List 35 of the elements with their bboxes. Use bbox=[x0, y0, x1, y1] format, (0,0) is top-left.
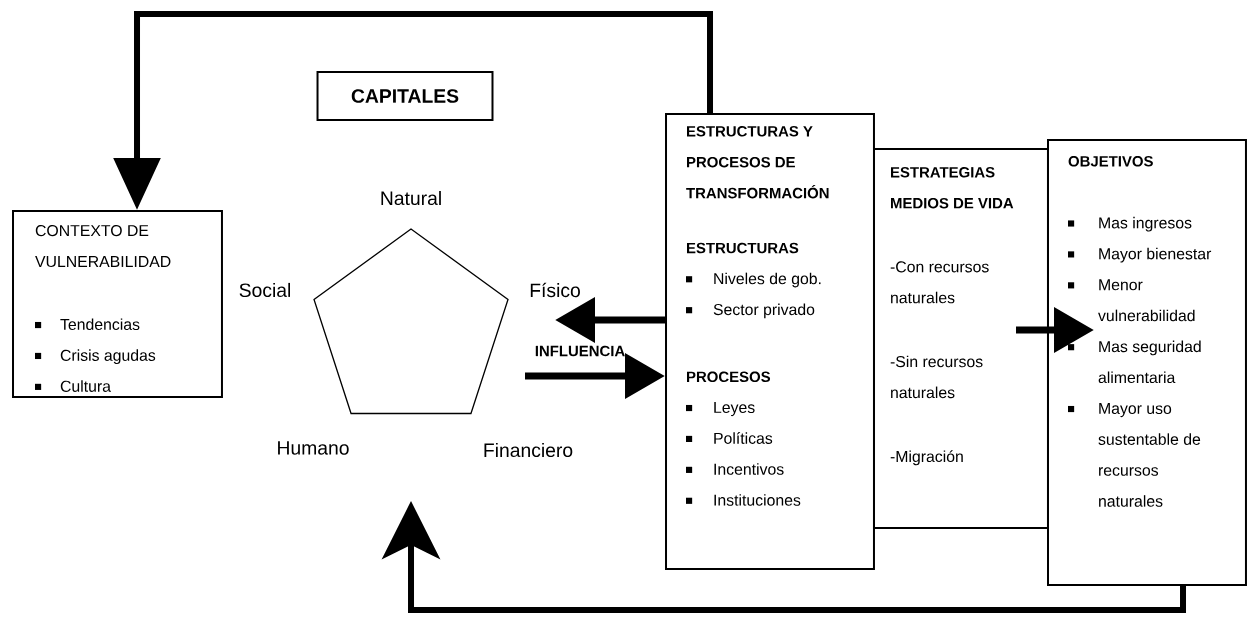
bullet-item: Mayor bienestar bbox=[1068, 247, 1212, 263]
capital-label: Físico bbox=[530, 282, 580, 298]
bullet-item: Cultura bbox=[35, 380, 111, 392]
bullet-item: Incentivos bbox=[686, 463, 784, 475]
bullet-item: Tendencias bbox=[35, 318, 140, 331]
bullet-item: Políticas bbox=[686, 432, 773, 444]
bullet-item: Leyes bbox=[686, 401, 755, 417]
bullet-item: Mayor uso sustentable de recursos naturales bbox=[1068, 403, 1201, 507]
body-text: CONTEXTO DE VULNERABILIDAD bbox=[35, 225, 171, 268]
bullet-item: Niveles de gob. bbox=[686, 272, 821, 288]
text-box bbox=[12, 210, 223, 398]
body-text: -Migración bbox=[890, 450, 963, 466]
heading: OBJETIVOS bbox=[1068, 156, 1153, 167]
title-box: CAPITALES bbox=[316, 71, 494, 121]
capital-label: Natural bbox=[381, 190, 441, 206]
pentagon-shape bbox=[313, 228, 509, 415]
text-box bbox=[665, 113, 875, 570]
bullet-item: Instituciones bbox=[686, 494, 801, 506]
capital-label: Social bbox=[239, 282, 291, 298]
bullet-item: Mas ingresos bbox=[1068, 216, 1192, 232]
body-text: -Sin recursos naturales bbox=[890, 355, 983, 399]
influence-label: INFLUENCIA bbox=[535, 345, 625, 357]
heading: PROCESOS bbox=[687, 371, 771, 383]
text-box bbox=[1047, 139, 1247, 586]
capital-label: Humano bbox=[278, 441, 349, 455]
heading: ESTRUCTURAS bbox=[687, 242, 799, 254]
bullet-item: Menor vulnerabilidad bbox=[1068, 279, 1195, 322]
bullet-item: Sector privado bbox=[686, 303, 815, 319]
capital-label: Financiero bbox=[484, 442, 573, 458]
heading: ESTRATEGIAS MEDIOS DE VIDA bbox=[891, 167, 1014, 209]
bullet-item: Crisis agudas bbox=[35, 349, 156, 365]
body-text: -Con recursos naturales bbox=[890, 261, 989, 304]
text-box bbox=[873, 148, 1049, 529]
bullet-item: Mas seguridad alimentaria bbox=[1068, 340, 1201, 384]
heading: ESTRUCTURAS Y PROCESOS DE TRANSFORMACIÓN bbox=[686, 126, 829, 199]
